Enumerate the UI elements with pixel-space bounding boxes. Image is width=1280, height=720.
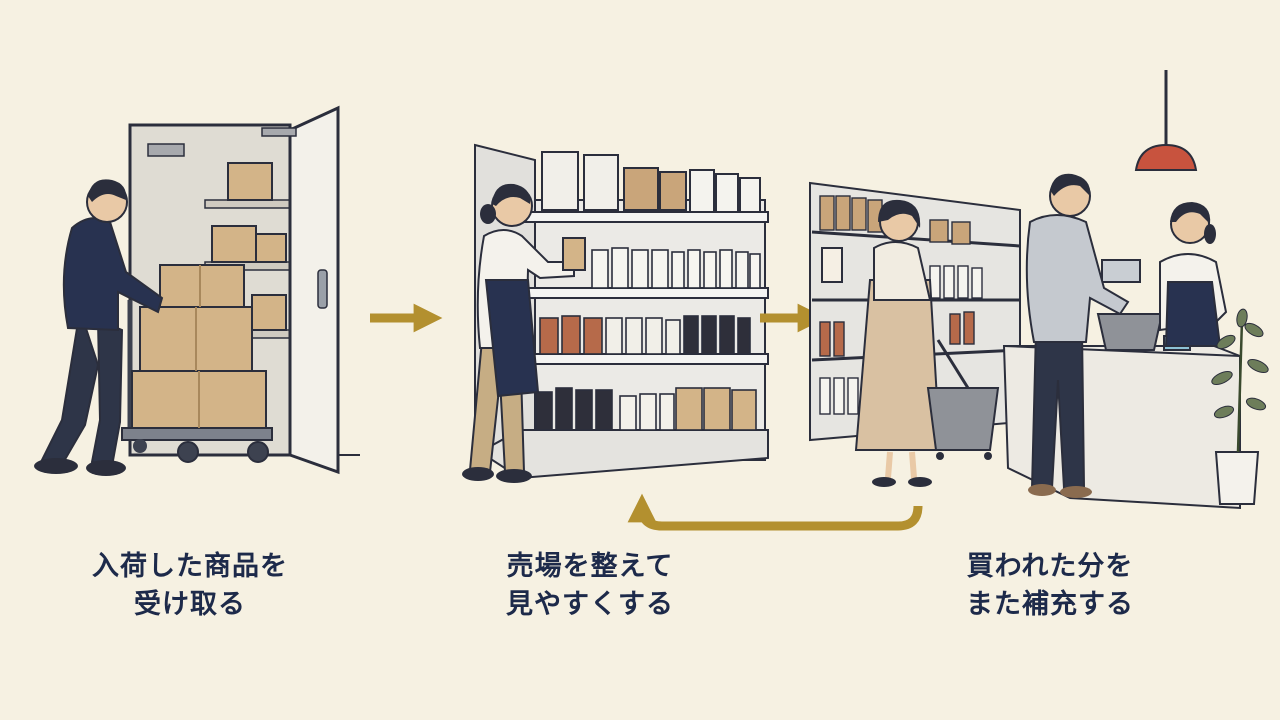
pendant-lamp-icon [1134,70,1198,171]
open-door [288,105,340,475]
customer-at-register [1025,173,1164,498]
step-1-line-2: 受け取る [134,589,246,620]
shopper-with-basket [821,199,1000,487]
cardboard-box-stack [131,264,267,429]
potted-plant-icon [1211,308,1269,505]
receiving-scene [34,105,360,476]
shelf-stocking-scene [462,143,769,483]
step-3-line-1: 買われた分を [966,551,1134,582]
door-handle-icon [317,269,328,309]
step-3-line-2: また補充する [966,589,1134,620]
step-1-line-1: 入荷した商品を [92,551,288,582]
product-box-icon [562,237,586,271]
step-1-caption: 入荷した商品を 受け取る [70,548,310,624]
store-clerk-stocking [462,183,586,483]
step-2-caption: 売場を整えて 見やすくする [470,548,710,624]
checkout-scene [809,70,1269,510]
worker-pushing-cart [34,179,164,476]
step-3-caption: 買われた分を また補充する [930,548,1170,624]
loop-back-arrow [627,493,923,531]
step-2-line-2: 見やすくする [506,589,674,620]
checkout-basket-icon [1096,313,1164,351]
step-2-line-1: 売場を整えて [506,551,674,582]
shopping-basket-icon [926,339,1000,460]
cashier-clerk [1159,202,1228,347]
register-screen-icon [1101,259,1141,283]
